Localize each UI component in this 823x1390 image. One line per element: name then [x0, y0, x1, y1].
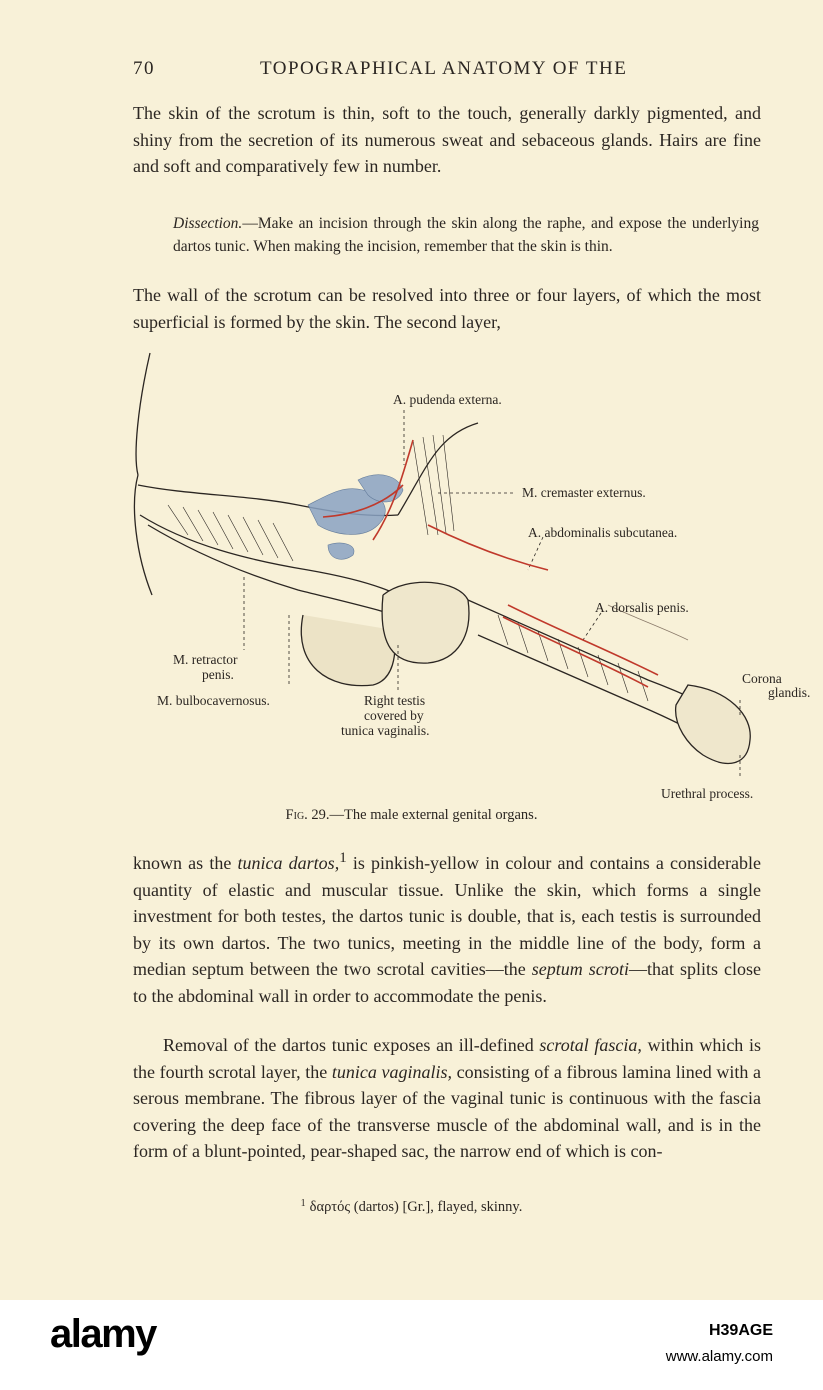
anatomical-figure: A. pudenda externa. M. cremaster externu… [128, 345, 818, 805]
term-septum-scroti: septum scroti [531, 959, 630, 979]
label-urethral-process: Urethral process. [661, 786, 754, 801]
label-a-pudenda-externa: A. pudenda externa. [393, 392, 502, 407]
footnote-marker: 1 [300, 1198, 306, 1209]
book-page: 70 TOPOGRAPHICAL ANATOMY OF THE The skin… [0, 0, 823, 1300]
dissection-text: —Make an incision through the skin along… [173, 215, 759, 255]
para3-text-a: known as the [133, 853, 238, 873]
stock-image-id: H39AGE [708, 1322, 773, 1339]
dissection-note: Dissection.—Make an incision through the… [173, 213, 759, 258]
paragraph-wall: The wall of the scrotum can be resolved … [133, 285, 761, 332]
figure-caption: Fig. 29.—The male external genital organ… [0, 807, 823, 824]
label-corona: Corona [742, 671, 782, 686]
label-covered-by: covered by [364, 708, 424, 723]
label-right-testis: Right testis [364, 693, 426, 708]
footnote-text: δαρτός (dartos) [Gr.], flayed, skinny. [309, 1199, 523, 1215]
dissection-label: Dissection. [173, 215, 243, 232]
label-glandis: glandis. [768, 685, 811, 700]
paragraph-skin: The skin of the scrotum is thin, soft to… [133, 103, 761, 176]
para3-text-b: is pinkish-yellow in colour and contains… [133, 853, 762, 979]
paragraph-fascia: Removal of the dartos tunic exposes an i… [133, 1032, 761, 1165]
term-scrotal-fascia: scrotal fascia, [539, 1035, 642, 1055]
para4-text-a: Removal of the dartos tunic exposes an i… [163, 1035, 540, 1055]
term-tunica-vaginalis: tunica vaginalis, [331, 1061, 452, 1082]
term-tunica-dartos: tunica dartos, [237, 853, 340, 873]
stock-url: www.alamy.com [665, 1348, 773, 1365]
label-tunica-vaginalis: tunica vaginalis. [341, 723, 430, 738]
para4-text-c: consisting of a fibrous lamina lined wit… [133, 1061, 761, 1162]
label-a-abdominalis-subcutanea: A. abdominalis subcutanea. [528, 525, 678, 540]
running-title: TOPOGRAPHICAL ANATOMY OF THE [260, 58, 628, 79]
alamy-logo: alamy [50, 1312, 157, 1356]
label-a-dorsalis-penis: A. dorsalis penis. [595, 600, 689, 615]
watermark-bar [0, 1300, 823, 1390]
para4-text-b: within which is the fourth scrotal layer… [133, 1035, 761, 1082]
label-m-cremaster-externus: M. cremaster externus. [522, 485, 646, 500]
figure-caption-text: —The male external genital organs. [329, 807, 538, 823]
page-number: 70 [133, 58, 155, 79]
footnote-ref: 1 [339, 850, 347, 866]
label-penis: penis. [202, 667, 234, 682]
label-m-retractor: M. retractor [173, 652, 238, 667]
figure-number: Fig. 29. [285, 807, 330, 823]
paragraph-dartos: known as the tunica dartos,1 is pinkish-… [133, 845, 761, 1009]
label-m-bulbocavernosus: M. bulbocavernosus. [157, 693, 270, 708]
para3-text-c: —that splits close to the abdominal wall… [133, 959, 761, 1006]
genital-organs-illustration [133, 352, 751, 777]
